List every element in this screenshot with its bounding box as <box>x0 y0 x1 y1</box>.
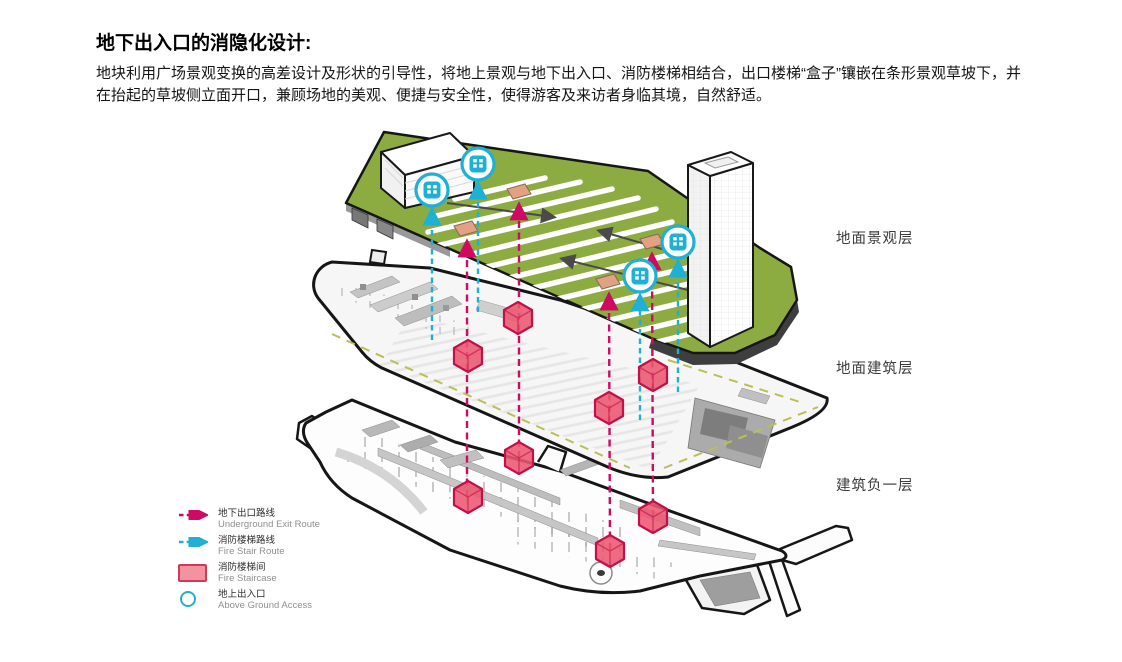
above-ground-access-swatch-icon <box>178 591 216 607</box>
legend-label-zh: 消防楼梯路线 <box>218 535 276 546</box>
fire-staircase-cube <box>452 338 484 374</box>
legend-label-en: Fire Staircase <box>218 573 277 584</box>
page-title: 地下出入口的消隐化设计: <box>96 33 312 54</box>
fire-staircase-cube <box>637 357 669 393</box>
fire-staircase-cube <box>594 533 626 569</box>
magenta-dashed-arrow-icon <box>178 510 216 520</box>
tower-building <box>687 151 754 348</box>
body-text-line-2: 在抬起的草坡侧立面开口，兼顾场地的美观、便捷与安全性，使得游客及来访者身临其境，… <box>96 87 772 104</box>
legend-item-above-ground-access: 地上出入口 Above Ground Access <box>178 589 320 611</box>
legend-label-zh: 地下出口路线 <box>218 508 276 519</box>
legend: 地下出口路线 Underground Exit Route 消防楼梯路线 Fir… <box>178 508 320 611</box>
legend-label-zh: 地上出入口 <box>218 589 266 600</box>
legend-label-zh: 消防楼梯间 <box>218 562 266 573</box>
legend-item-fire-staircase: 消防楼梯间 Fire Staircase <box>178 562 320 584</box>
body-text-line-1: 地块利用广场景观变换的高差设计及形状的引导性，将地上景观与地下出入口、消防楼梯相… <box>96 65 1021 82</box>
cyan-dashed-arrow-icon <box>178 537 216 547</box>
basement-floor-plate <box>295 398 854 618</box>
fire-stair-routes <box>422 180 688 420</box>
legend-label-en: Fire Stair Route <box>218 546 285 557</box>
fire-staircase-cube <box>503 440 535 476</box>
fire-staircase-swatch-icon <box>178 564 216 582</box>
exit-stair-boxes <box>453 183 665 290</box>
exit-box <box>595 273 621 290</box>
legend-item-underground-exit-route: 地下出口路线 Underground Exit Route <box>178 508 320 530</box>
above-ground-access-icon <box>460 146 496 182</box>
legend-label-en: Above Ground Access <box>218 600 312 611</box>
fire-staircase-cube <box>452 479 484 515</box>
layer-label-landscape: 地面景观层 <box>836 231 914 247</box>
layer-label-basement: 建筑负一层 <box>836 478 914 494</box>
header-block: 地下出入口的消隐化设计: 地块利用广场景观变换的高差设计及形状的引导性，将地上景… <box>96 28 1046 107</box>
fire-staircase-cube <box>637 499 669 535</box>
above-ground-access-icons <box>414 146 696 294</box>
above-ground-access-icon <box>622 258 658 294</box>
legend-label-en: Underground Exit Route <box>218 519 320 530</box>
exit-box <box>506 183 532 200</box>
fire-staircase-cube <box>502 300 534 336</box>
fire-staircase-cubes <box>452 300 669 569</box>
layer-label-ground: 地面建筑层 <box>836 361 914 377</box>
above-ground-access-icon <box>660 224 696 260</box>
legend-item-fire-stair-route: 消防楼梯路线 Fire Stair Route <box>178 535 320 557</box>
above-ground-access-icon <box>414 172 450 208</box>
fire-staircase-cube <box>593 390 625 426</box>
